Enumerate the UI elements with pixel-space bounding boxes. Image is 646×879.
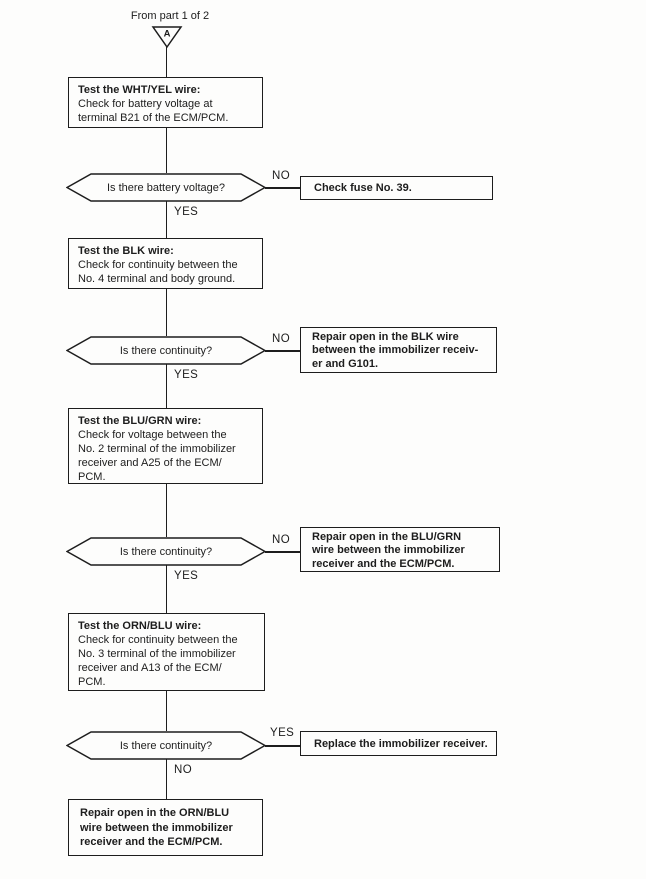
branch-line [265,187,300,189]
yes-label: YES [174,206,199,218]
action-box-text: Replace the immobilizer receiver. [314,737,488,750]
decision-continuity-blu-grn: Is there continuity? [66,537,266,566]
process-box-test-wht-yel: Test the WHT/YEL wire: Check for battery… [68,77,263,128]
yes-label: YES [174,570,199,582]
no-label: NO [272,534,291,546]
yes-label: YES [270,727,295,739]
process-box-title: Test the BLU/GRN wire: [78,415,202,427]
flow-line [165,201,167,238]
decision-question: Is there continuity? [119,545,213,558]
flow-line [165,288,167,336]
action-box-replace-receiver: Replace the immobilizer receiver. [300,731,497,756]
process-box-body: Check for battery voltage at terminal B2… [78,98,229,124]
no-label: NO [272,333,291,345]
no-label: NO [174,764,193,776]
process-box-body: Check for continuity between the No. 4 t… [78,259,238,285]
action-box-repair-blu-grn: Repair open in the BLU/GRN wire between … [300,527,500,572]
decision-hexagon [66,731,266,760]
action-box-text: Check fuse No. 39. [314,182,412,194]
decision-hexagon [66,173,266,202]
decision-hexagon [66,537,266,566]
action-box-repair-blk: Repair open in the BLK wire between the … [300,327,497,373]
branch-line [265,745,300,747]
decision-battery-voltage: Is there battery voltage? [66,173,266,202]
flow-line [165,364,167,408]
process-box-test-blk: Test the BLK wire: Check for continuity … [68,238,263,289]
final-box-repair-orn-blu: Repair open in the ORN/BLU wire between … [68,799,263,856]
process-box-title: Test the BLK wire: [78,245,174,257]
flow-line [165,128,167,173]
action-box-check-fuse: Check fuse No. 39. [300,176,493,200]
decision-hexagon [66,336,266,365]
decision-question: Is there continuity? [119,739,213,752]
process-box-body: Check for voltage between the No. 2 term… [78,429,236,483]
branch-line [265,551,300,553]
branch-line [265,350,300,352]
yes-label: YES [174,369,199,381]
flow-line [165,565,167,613]
process-box-test-orn-blu: Test the ORN/BLU wire: Check for continu… [68,613,265,691]
decision-question: Is there continuity? [119,344,213,357]
decision-continuity-blk: Is there continuity? [66,336,266,365]
no-label: NO [272,170,291,182]
connector-triangle-icon: A [151,26,183,49]
flow-line [165,483,167,537]
decision-continuity-orn-blu: Is there continuity? [66,731,266,760]
process-box-title: Test the WHT/YEL wire: [78,84,201,96]
process-box-test-blu-grn: Test the BLU/GRN wire: Check for voltage… [68,408,263,484]
decision-question: Is there battery voltage? [106,181,225,194]
flow-line [165,759,167,799]
process-box-title: Test the ORN/BLU wire: [78,620,202,632]
from-part-note: From part 1 of 2 [130,10,210,22]
process-box-body: Check for continuity between the No. 3 t… [78,634,238,688]
flow-line [165,690,167,731]
connector-letter: A [164,29,171,40]
flow-line [165,47,167,77]
